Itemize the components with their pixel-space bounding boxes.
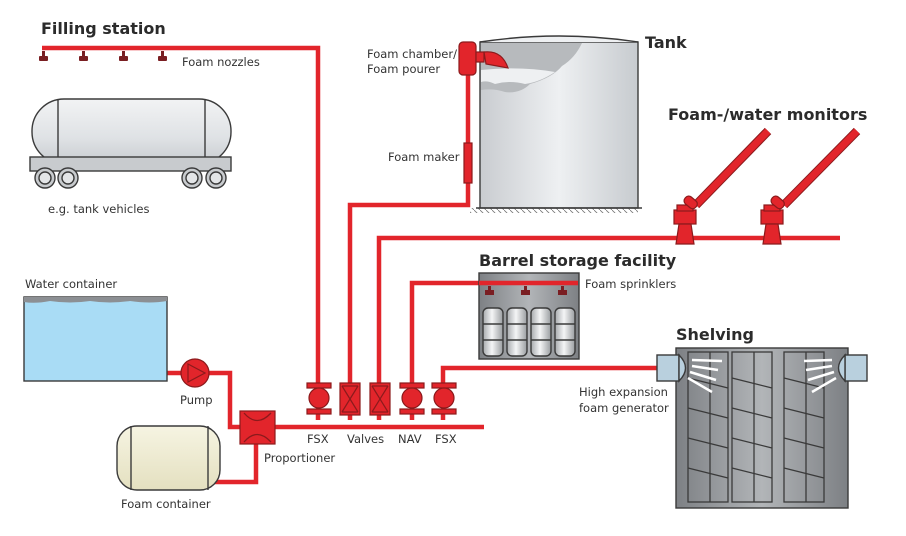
gate-valve-icon <box>369 382 391 416</box>
pipe-foam <box>215 440 259 485</box>
high-expansion-foam-generator-icon <box>656 353 723 394</box>
foam-container-icon <box>116 425 221 491</box>
barrel-icon <box>482 307 504 357</box>
barrel-storage-room <box>478 272 580 360</box>
foam-generator-label-1: High expansion <box>579 385 668 399</box>
filling-station-title: Filling station <box>41 19 166 38</box>
fsx-valve-icon <box>431 382 457 415</box>
barrel-icon <box>530 307 552 357</box>
foam-sprinklers-label: Foam sprinklers <box>585 277 676 291</box>
sprinkler-icon <box>521 286 530 295</box>
high-expansion-foam-generator-icon <box>803 353 868 394</box>
monitors-title: Foam-/water monitors <box>668 105 867 124</box>
pump-icon <box>180 358 210 388</box>
foam-generator-label-2: foam generator <box>579 401 669 415</box>
tank-vehicle-label: e.g. tank vehicles <box>48 202 149 216</box>
valve-label-valves: Valves <box>347 432 384 446</box>
water-container-icon <box>23 296 168 382</box>
pipe-tank <box>347 70 471 420</box>
foam-nozzle-icon <box>119 51 128 61</box>
valve-label-fsx-2: FSX <box>435 432 457 446</box>
tank-vehicle-icon <box>29 98 232 189</box>
shelving-room <box>675 347 849 509</box>
foam-sprinklers <box>485 286 567 295</box>
proportioner-label: Proportioner <box>264 451 335 465</box>
foam-chamber-label-2: Foam pourer <box>367 62 440 76</box>
proportioner-icon <box>239 410 276 445</box>
pipe-network <box>42 45 840 485</box>
foam-nozzle-icon <box>39 51 48 61</box>
pipe-filling-station <box>42 45 321 420</box>
foam-nozzle-icon <box>158 51 167 61</box>
tank-title: Tank <box>645 33 687 52</box>
foam-maker-icon <box>463 142 473 184</box>
foam-water-monitor-icon <box>673 127 772 245</box>
barrel-icon <box>554 307 576 357</box>
gate-valve-icon <box>339 382 361 416</box>
pump-label: Pump <box>180 393 213 407</box>
shelving-title: Shelving <box>676 325 754 344</box>
foam-container-label: Foam container <box>121 497 211 511</box>
nav-valve-icon <box>399 382 425 415</box>
valve-label-fsx-1: FSX <box>307 432 329 446</box>
foam-nozzle-icon <box>79 51 88 61</box>
foam-maker-label: Foam maker <box>388 150 460 164</box>
water-container-label: Water container <box>25 277 117 291</box>
foam-nozzles <box>39 51 167 61</box>
foam-chamber-label-1: Foam chamber/ <box>367 47 457 61</box>
sprinkler-icon <box>558 286 567 295</box>
barrel-storage-title: Barrel storage facility <box>479 251 677 270</box>
storage-tank-icon <box>470 35 642 213</box>
foam-water-monitor-icon <box>760 127 861 245</box>
barrel-icon <box>506 307 528 357</box>
sprinkler-icon <box>485 286 494 295</box>
foam-nozzles-label: Foam nozzles <box>182 55 260 69</box>
valve-label-nav: NAV <box>398 432 422 446</box>
foam-chamber-icon <box>458 41 509 76</box>
fsx-valve-icon <box>306 382 332 415</box>
